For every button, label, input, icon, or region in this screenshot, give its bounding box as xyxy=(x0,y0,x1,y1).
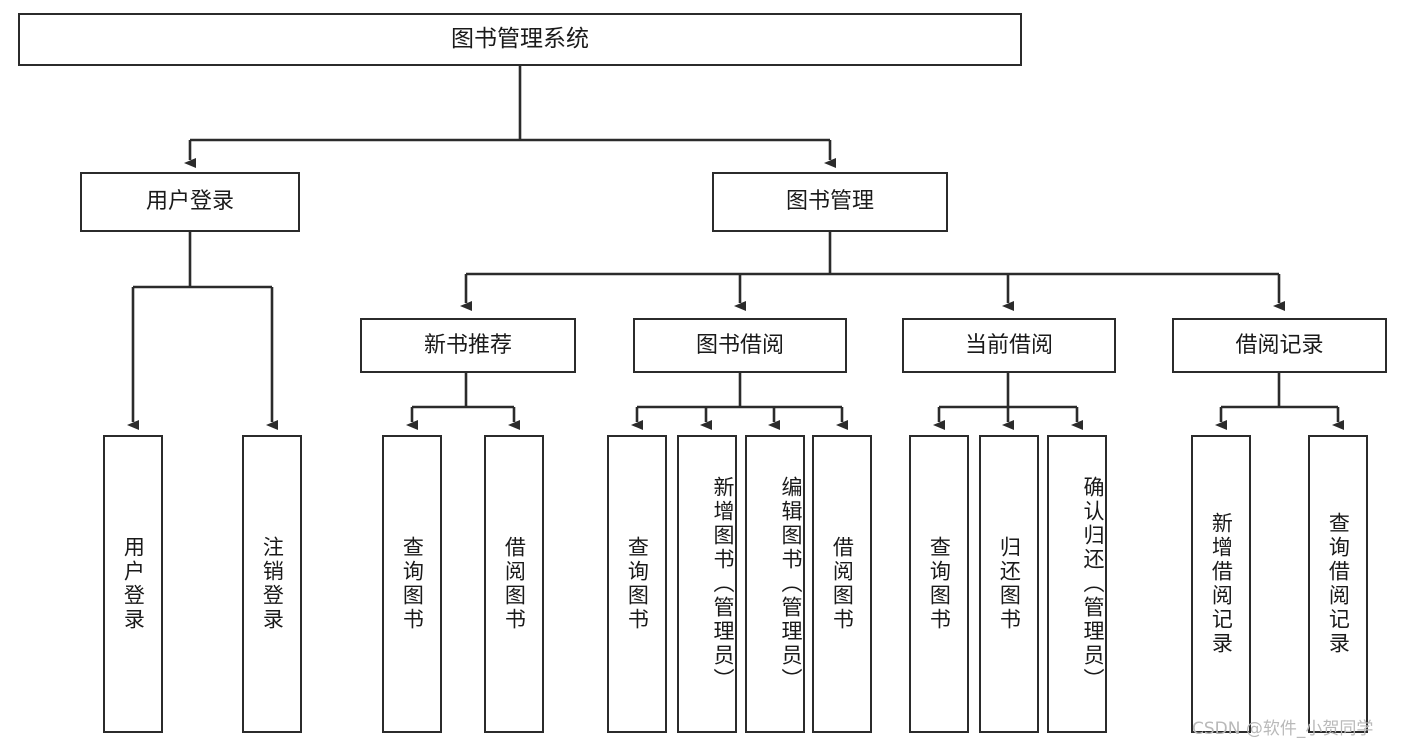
node-label: 编辑图书（管理员） xyxy=(779,476,803,692)
node-label: 新书推荐 xyxy=(423,332,512,358)
node-leaf-edit-book-admin[interactable]: 编辑图书（管理员） xyxy=(745,435,805,733)
node-label: 查询图书 xyxy=(625,536,650,632)
node-label: 借阅记录 xyxy=(1235,332,1324,358)
node-current-borrow[interactable]: 当前借阅 xyxy=(902,318,1116,373)
node-label: 当前借阅 xyxy=(964,332,1053,358)
node-borrow-record[interactable]: 借阅记录 xyxy=(1172,318,1387,373)
node-book-management[interactable]: 图书管理 xyxy=(712,172,948,232)
node-leaf-confirm-return-admin[interactable]: 确认归还（管理员） xyxy=(1047,435,1107,733)
node-leaf-return-book[interactable]: 归还图书 xyxy=(979,435,1039,733)
node-label: 新增图书（管理员） xyxy=(711,476,735,692)
node-leaf-add-book-admin[interactable]: 新增图书（管理员） xyxy=(677,435,737,733)
node-label: 归还图书 xyxy=(997,536,1022,632)
node-label: 查询借阅记录 xyxy=(1326,512,1351,656)
node-leaf-query-borrow-record[interactable]: 查询借阅记录 xyxy=(1308,435,1368,733)
node-leaf-query-book-2[interactable]: 查询图书 xyxy=(607,435,667,733)
node-label: 查询图书 xyxy=(927,536,952,632)
node-leaf-query-book-3[interactable]: 查询图书 xyxy=(909,435,969,733)
node-label: 图书管理系统 xyxy=(451,25,589,52)
node-label: 用户登录 xyxy=(145,189,234,215)
node-label: 用户登录 xyxy=(121,536,146,632)
node-label: 确认归还（管理员） xyxy=(1081,476,1105,692)
node-new-book-recommend[interactable]: 新书推荐 xyxy=(360,318,576,373)
watermark-text: CSDN @软件_小贺同学 xyxy=(1192,719,1374,739)
node-label: 注销登录 xyxy=(260,536,285,632)
node-label: 新增借阅记录 xyxy=(1209,512,1234,656)
node-root-system[interactable]: 图书管理系统 xyxy=(18,13,1022,66)
node-book-borrow[interactable]: 图书借阅 xyxy=(633,318,847,373)
node-leaf-logout[interactable]: 注销登录 xyxy=(242,435,302,733)
node-leaf-borrow-book-2[interactable]: 借阅图书 xyxy=(812,435,872,733)
node-leaf-borrow-book-1[interactable]: 借阅图书 xyxy=(484,435,544,733)
node-label: 借阅图书 xyxy=(502,536,527,632)
node-leaf-user-login[interactable]: 用户登录 xyxy=(103,435,163,733)
node-leaf-add-borrow-record[interactable]: 新增借阅记录 xyxy=(1191,435,1251,733)
node-label: 图书管理 xyxy=(785,189,874,215)
node-user-login[interactable]: 用户登录 xyxy=(80,172,300,232)
node-label: 查询图书 xyxy=(400,536,425,632)
node-label: 图书借阅 xyxy=(695,332,784,358)
node-leaf-query-book-1[interactable]: 查询图书 xyxy=(382,435,442,733)
node-label: 借阅图书 xyxy=(830,536,855,632)
